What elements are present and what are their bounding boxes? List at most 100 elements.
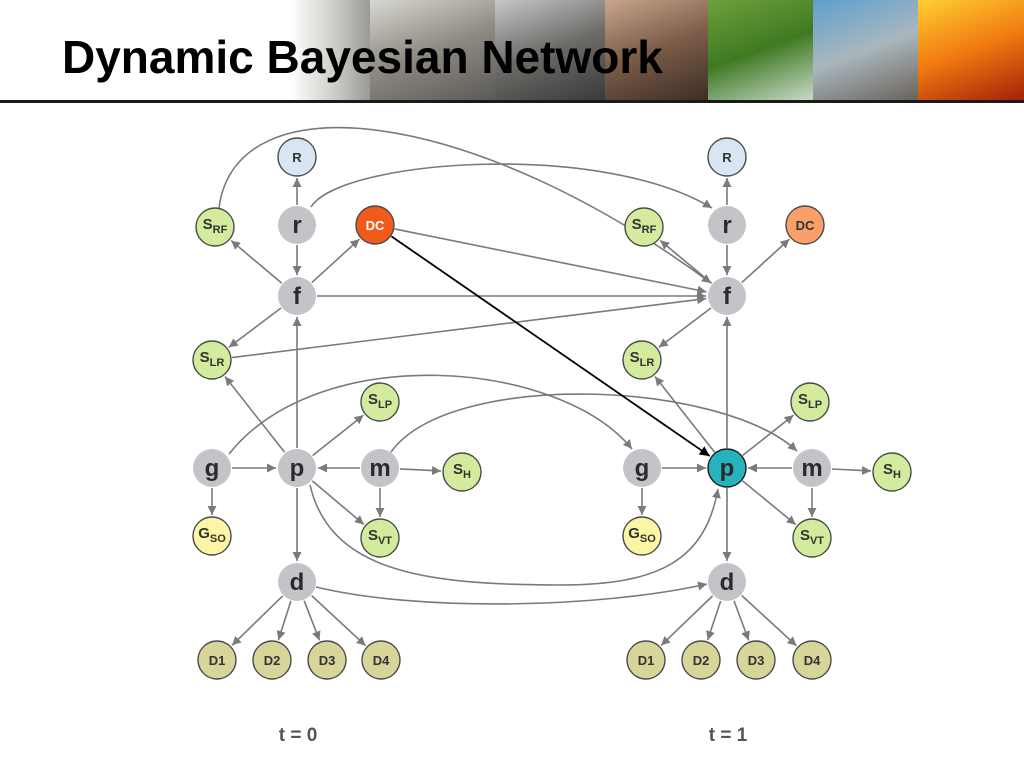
node-main-text: g <box>635 455 650 482</box>
node-sub-text: VT <box>810 535 824 547</box>
node-circle <box>790 382 830 422</box>
node-label: SVT <box>368 527 392 547</box>
node-t0-svt: SVT <box>360 518 400 558</box>
edge-t0-d-D2 <box>276 600 292 641</box>
node-label: SH <box>453 461 471 481</box>
node-sub-text: LP <box>378 399 392 411</box>
node-circle <box>623 449 661 487</box>
node-t1-d: d <box>708 563 746 601</box>
node-t0-d4: D4 <box>361 640 401 680</box>
node-main-text: S <box>630 349 640 366</box>
node-label: SLR <box>630 349 655 369</box>
slide-title: Dynamic Bayesian Network <box>62 31 663 83</box>
node-main-text: f <box>723 283 732 310</box>
node-label: GSO <box>198 525 226 545</box>
node-label: m <box>369 455 390 482</box>
node-label: r <box>722 212 731 239</box>
node-label: D4 <box>373 653 390 668</box>
node-t1-d3: D3 <box>736 640 776 680</box>
node-main-text: f <box>293 283 302 310</box>
node-main-text: S <box>798 391 808 408</box>
node-label: DC <box>366 218 385 233</box>
node-label: SLP <box>798 391 822 411</box>
node-sub-text: SO <box>210 533 226 545</box>
node-t1-m: m <box>793 449 831 487</box>
node-circle <box>192 516 232 556</box>
node-main-text: D1 <box>638 653 655 668</box>
edge-t0-f-SRF <box>230 239 283 284</box>
node-t0-dc: DC <box>355 205 395 245</box>
mist-photo <box>290 0 370 100</box>
node-main-text: d <box>290 569 305 596</box>
node-t0-srf: SRF <box>195 207 235 247</box>
edge-t1-f-SLR <box>658 307 712 349</box>
node-main-text: D3 <box>319 653 336 668</box>
node-t1-gso: GSO <box>622 516 662 556</box>
node-main-text: g <box>205 455 220 482</box>
node-label: D1 <box>209 653 226 668</box>
node-circle <box>681 640 721 680</box>
node-circle <box>278 563 316 601</box>
edge-r0-to-r1 <box>310 163 713 209</box>
node-main-text: R <box>722 150 732 165</box>
node-label: D1 <box>638 653 655 668</box>
node-main-text: S <box>800 527 810 544</box>
edge-t0-p-SVT <box>311 480 365 526</box>
node-circle <box>361 640 401 680</box>
node-t1-slp: SLP <box>790 382 830 422</box>
dead-tree-photo <box>813 0 918 100</box>
node-label: SRF <box>632 216 657 236</box>
node-circle <box>707 448 747 488</box>
edge-t1-d-D3 <box>733 600 750 641</box>
node-t1-d4: D4 <box>792 640 832 680</box>
node-circle <box>708 563 746 601</box>
node-t1-f: f <box>708 277 746 315</box>
node-main-text: p <box>720 455 735 482</box>
node-label: R <box>722 150 732 165</box>
node-circle <box>193 449 231 487</box>
node-t1-srf: SRF <box>624 207 664 247</box>
edge-m0-to-m1 <box>390 393 798 453</box>
node-label: m <box>801 455 822 482</box>
node-sub-text: RF <box>642 224 657 236</box>
node-label: D2 <box>264 653 281 668</box>
node-circle <box>626 640 666 680</box>
node-main-text: D3 <box>748 653 765 668</box>
lava-glow-photo <box>918 0 1024 100</box>
node-circle <box>360 382 400 422</box>
node-t1-sh: SH <box>872 452 912 492</box>
node-label: SVT <box>800 527 824 547</box>
node-label: d <box>720 569 735 596</box>
node-label: SRF <box>203 216 228 236</box>
node-t1-d2: D2 <box>681 640 721 680</box>
node-main-text: m <box>801 455 822 482</box>
node-label: D2 <box>693 653 710 668</box>
node-t0-sh: SH <box>442 452 482 492</box>
node-sub-text: LR <box>640 357 655 369</box>
node-circle <box>785 205 825 245</box>
node-circle <box>707 137 747 177</box>
node-main-text: D1 <box>209 653 226 668</box>
node-circle <box>278 277 316 315</box>
node-main-text: R <box>292 150 302 165</box>
edge-t1-p-SLP <box>742 414 795 457</box>
node-label: p <box>290 455 305 482</box>
node-t0-m: m <box>361 449 399 487</box>
edge-t0-p-SLP <box>312 414 365 457</box>
node-main-text: S <box>453 461 463 478</box>
node-label: p <box>720 455 735 482</box>
photo-banner <box>0 0 1024 100</box>
edge-d0-to-d1 <box>315 581 708 605</box>
node-main-text: S <box>203 216 213 233</box>
node-t0-d: d <box>278 563 316 601</box>
node-main-text: m <box>369 455 390 482</box>
node-main-text: D4 <box>373 653 390 668</box>
edge-t0-d-D4 <box>311 595 367 647</box>
edge-t0-f-SLR <box>228 307 282 349</box>
edge-srf0-to-f1 <box>218 126 712 284</box>
edge-t0-d-D1 <box>231 595 284 646</box>
node-t1-r: r <box>708 206 746 244</box>
node-main-text: D2 <box>264 653 281 668</box>
node-t1-dc: DC <box>785 205 825 245</box>
